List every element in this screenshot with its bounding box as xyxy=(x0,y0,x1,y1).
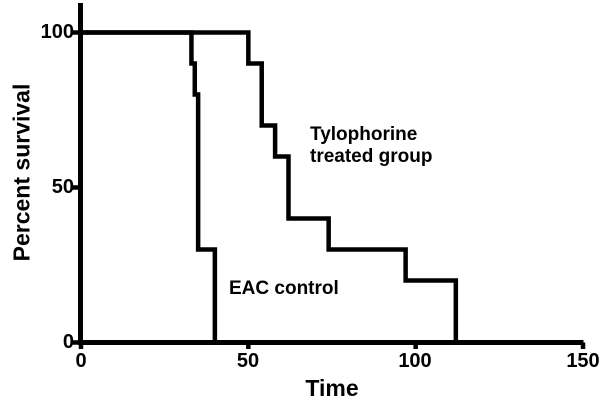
annotation-tylophorine-treated-group: Tylophorine treated group xyxy=(310,124,433,167)
y-axis-title: Percent survival xyxy=(8,83,35,262)
x-tick-label-100: 100 xyxy=(398,350,432,372)
y-tick-label-100: 100 xyxy=(40,21,74,43)
x-tick-label-150: 150 xyxy=(566,350,600,372)
x-tick-label-0: 0 xyxy=(75,350,87,372)
y-tick-label-0: 0 xyxy=(62,331,74,353)
survival-curve-eac-control xyxy=(81,30,218,343)
annotation-eac-control: EAC control xyxy=(229,278,339,299)
axis-ticks-group xyxy=(72,30,586,349)
survival-curve-tylophorine-treated-group xyxy=(81,30,459,343)
x-axis-title: Time xyxy=(305,375,359,401)
y-tick-label-50: 50 xyxy=(51,176,74,198)
survival-curves-group xyxy=(81,30,459,343)
x-tick-label-50: 50 xyxy=(236,350,260,372)
